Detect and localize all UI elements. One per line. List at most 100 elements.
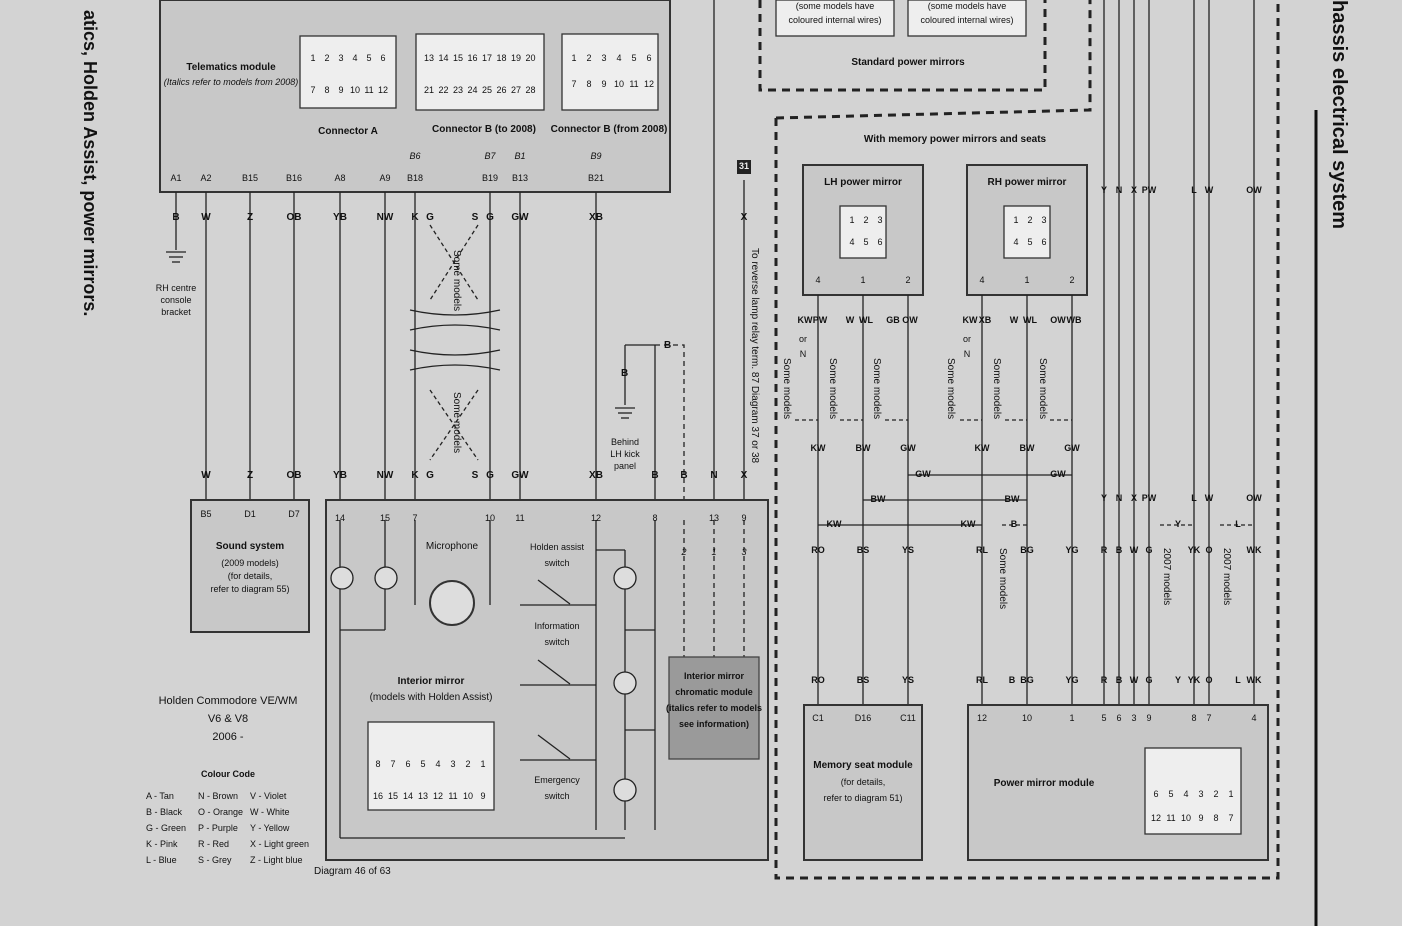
- power-mirror-module-title: Power mirror module: [993, 778, 1095, 789]
- wire-color: KW: [974, 443, 990, 453]
- wire-color: K: [411, 212, 419, 223]
- pin-label: 12: [590, 513, 602, 523]
- pin-label: 13: [708, 513, 720, 523]
- ground-lh-wire-b: B: [664, 340, 672, 351]
- pin-number: 11: [448, 791, 458, 801]
- ground-label: LH kick: [610, 449, 640, 459]
- terminal-label: B19: [481, 173, 499, 183]
- pin-number: 8: [324, 85, 330, 95]
- terminal-label: B21: [587, 173, 605, 183]
- switch-label: Emergency: [534, 775, 580, 785]
- wire-color: OW: [1050, 315, 1066, 325]
- pin-label: C1: [812, 713, 824, 723]
- or-label: or: [962, 334, 972, 344]
- wire-color: S: [471, 212, 479, 223]
- some-models-label: Some models: [991, 358, 1002, 420]
- colour-code-entry: G - Green: [146, 823, 187, 833]
- pin-number: 13: [423, 53, 435, 63]
- pin-number: 1: [310, 53, 316, 63]
- pin-number: 4: [1183, 789, 1189, 799]
- colour-code-entry: Z - Light blue: [250, 855, 303, 865]
- wire-color: W: [1204, 493, 1214, 503]
- terminal-label: 4: [979, 275, 985, 285]
- terminal-label: 1: [1024, 275, 1030, 285]
- pin-number: 1: [849, 215, 855, 225]
- wire-color: KW: [810, 443, 826, 453]
- pin-label: 10: [484, 513, 496, 523]
- side-title-left: atics, Holden Assist, power mirrors.: [80, 10, 100, 317]
- pin-number: 26: [496, 85, 507, 95]
- detail-line: (for details,: [227, 571, 273, 581]
- interior-mirror-title: Interior mirror: [397, 676, 465, 687]
- wire-color: WL: [1023, 315, 1037, 325]
- wire-color: G: [1145, 675, 1153, 685]
- wire-color: BW: [1019, 443, 1035, 453]
- terminal-label: 2: [905, 275, 911, 285]
- pin-number: 1: [1228, 789, 1234, 799]
- pin-number: 17: [481, 53, 493, 63]
- some-models-label: Some models: [997, 548, 1008, 610]
- pin-number: 7: [390, 759, 396, 769]
- terminal-label: B9: [590, 151, 602, 161]
- bus-label: BW: [1004, 494, 1020, 504]
- pin-label: 7: [412, 513, 418, 523]
- pin-number: 15: [387, 791, 399, 801]
- pin-label: 9: [1146, 713, 1152, 723]
- pin-number: 7: [571, 79, 577, 89]
- colour-code-entry: X - Light green: [250, 839, 310, 849]
- pin-label: 3: [741, 547, 747, 557]
- wire-color: Z: [246, 212, 254, 223]
- pin-number: 13: [417, 791, 429, 801]
- pin-number: 6: [877, 237, 883, 247]
- wire-color: BG: [1020, 545, 1034, 555]
- pin-number: 3: [338, 53, 344, 63]
- wire-color: PW: [1141, 493, 1157, 503]
- pin-number: 24: [467, 85, 478, 95]
- pin-number: 5: [863, 237, 869, 247]
- terminal-label: B1: [514, 151, 526, 161]
- colour-code-entry: Y - Yellow: [250, 823, 290, 833]
- wire-color: L: [1235, 675, 1241, 685]
- some-models-label: Some models: [1037, 358, 1048, 420]
- model-2007-label: 2007 models: [1161, 548, 1172, 606]
- pin-number: 8: [586, 79, 592, 89]
- pin-number: 18: [496, 53, 507, 63]
- connector-a-label: Connector A: [318, 126, 378, 137]
- pin-number: 6: [1153, 789, 1159, 799]
- pin-label: C11: [900, 713, 916, 723]
- ground-label: bracket: [161, 307, 191, 317]
- wire-color: YB: [333, 212, 347, 223]
- wire-color: WK: [1246, 675, 1262, 685]
- bus-label: L: [1235, 519, 1241, 529]
- pin-number: 9: [480, 791, 486, 801]
- pin-number: 1: [1013, 215, 1019, 225]
- telematics-subtitle: (Italics refer to models from 2008): [163, 77, 299, 87]
- wire-color: GW: [511, 470, 529, 481]
- pin-number: 5: [366, 53, 372, 63]
- pin-number: 28: [525, 85, 536, 95]
- pin-label: 15: [379, 513, 391, 523]
- colour-code-entry: B - Black: [146, 807, 183, 817]
- terminal-label: 4: [815, 275, 821, 285]
- note-line: (some models have: [795, 1, 875, 11]
- terminal-label: A8: [334, 173, 346, 183]
- wire-color: K: [411, 470, 419, 481]
- wire-color: Y: [1100, 185, 1108, 195]
- wire-color: G: [1145, 545, 1153, 555]
- pin-number: 2: [1213, 789, 1219, 799]
- pin-label: 11: [515, 513, 525, 523]
- pin-number: 21: [423, 85, 435, 95]
- wire-color: B: [172, 212, 180, 223]
- pin-number: 2: [863, 215, 869, 225]
- pin-number: 25: [481, 85, 493, 95]
- pin-label: 6: [1116, 713, 1122, 723]
- wire-color: YK: [1187, 675, 1201, 685]
- connector-b-to-label: Connector B (to 2008): [432, 124, 536, 135]
- pin-label: 5: [1101, 713, 1107, 723]
- pin-number: 5: [1168, 789, 1174, 799]
- some-models-label: Some models: [945, 358, 956, 420]
- pin-number: 14: [402, 791, 414, 801]
- wire-color: OW: [902, 315, 918, 325]
- rh-mirror-label: RH power mirror: [987, 177, 1067, 188]
